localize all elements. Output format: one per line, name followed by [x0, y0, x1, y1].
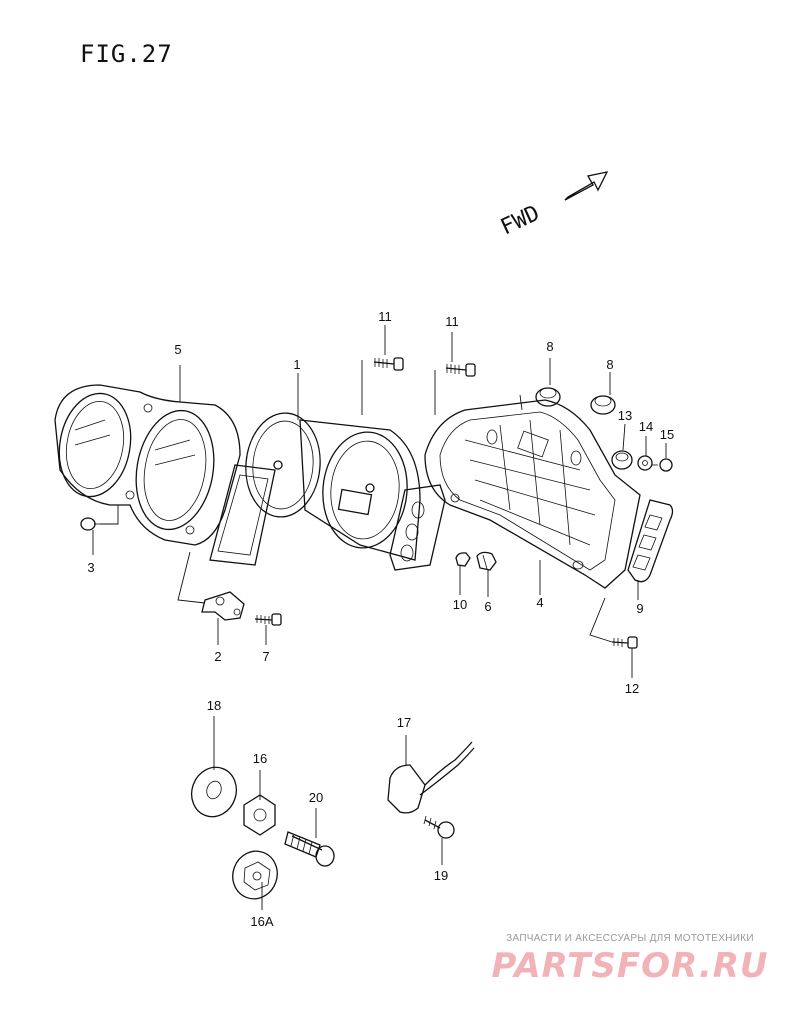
- callout-10: 10: [453, 597, 467, 612]
- part-2-bracket: [201, 591, 245, 621]
- part-5-meter-case: [54, 384, 241, 546]
- part-11-screw-right: [445, 363, 476, 377]
- callout-4: 4: [536, 595, 543, 610]
- part-14-washer: [637, 455, 653, 471]
- callout-3: 3: [87, 560, 94, 575]
- callout-9: 9: [636, 601, 643, 616]
- fwd-label: FWD: [497, 201, 544, 240]
- leader-lines: [92, 325, 667, 910]
- watermark: ЗАПЧАСТИ И АКСЕССУАРЫ ДЛЯ МОТОТЕХНИКИ PA…: [480, 933, 780, 986]
- part-3-screw: [80, 517, 100, 531]
- callout-18: 18: [207, 698, 221, 713]
- callout-12: 12: [625, 681, 639, 696]
- callout-labels: 1 2 3 4 5 6 7 8 8 9 10 11 11 12 13 14 15…: [87, 309, 674, 929]
- callout-6: 6: [484, 599, 491, 614]
- part-12-screw: [611, 636, 638, 649]
- part-18-washer: [190, 766, 238, 818]
- callout-19: 19: [434, 868, 448, 883]
- part-19-bolt: [423, 815, 455, 839]
- part-8-grommet-right: [590, 395, 616, 415]
- part-7-screw: [254, 613, 282, 626]
- watermark-caption: ЗАПЧАСТИ И АКСЕССУАРЫ ДЛЯ МОТОТЕХНИКИ: [506, 933, 754, 944]
- part-11-screw-left: [373, 357, 404, 371]
- forward-direction-indicator: FWD: [497, 171, 609, 240]
- callout-2: 2: [214, 649, 221, 664]
- part-15-screw: [652, 458, 673, 472]
- callout-11-left: 11: [378, 309, 392, 324]
- part-16a-nut: [232, 850, 278, 900]
- callout-16: 16: [253, 751, 267, 766]
- part-1-meter-assembly: [245, 412, 446, 571]
- part-16-nut: [243, 794, 276, 836]
- callout-11-right: 11: [445, 314, 459, 329]
- callout-15: 15: [660, 427, 674, 442]
- callout-20: 20: [309, 790, 323, 805]
- part-8-grommet-left: [535, 387, 561, 407]
- callout-5: 5: [174, 342, 181, 357]
- part-4-meter-cover: [424, 399, 641, 589]
- callout-14: 14: [639, 419, 653, 434]
- figure-title: FIG.27: [80, 40, 173, 68]
- callout-1: 1: [293, 357, 300, 372]
- callout-13: 13: [618, 408, 632, 423]
- watermark-brand: PARTSFOR.RU: [491, 946, 769, 986]
- callout-17: 17: [397, 715, 411, 730]
- indicator-lens: [209, 464, 276, 566]
- part-20-bolt: [284, 831, 335, 867]
- fwd-arrow-icon: [564, 171, 609, 201]
- part-9-gasket: [627, 499, 674, 583]
- part-17-sensor: [387, 741, 475, 814]
- callout-16a: 16A: [250, 914, 273, 929]
- part-10-bulb: [455, 552, 471, 567]
- part-13-cushion: [611, 450, 633, 470]
- part-6-socket: [476, 551, 497, 571]
- callout-7: 7: [262, 649, 269, 664]
- callout-8-right: 8: [606, 357, 613, 372]
- callout-8-left: 8: [546, 339, 553, 354]
